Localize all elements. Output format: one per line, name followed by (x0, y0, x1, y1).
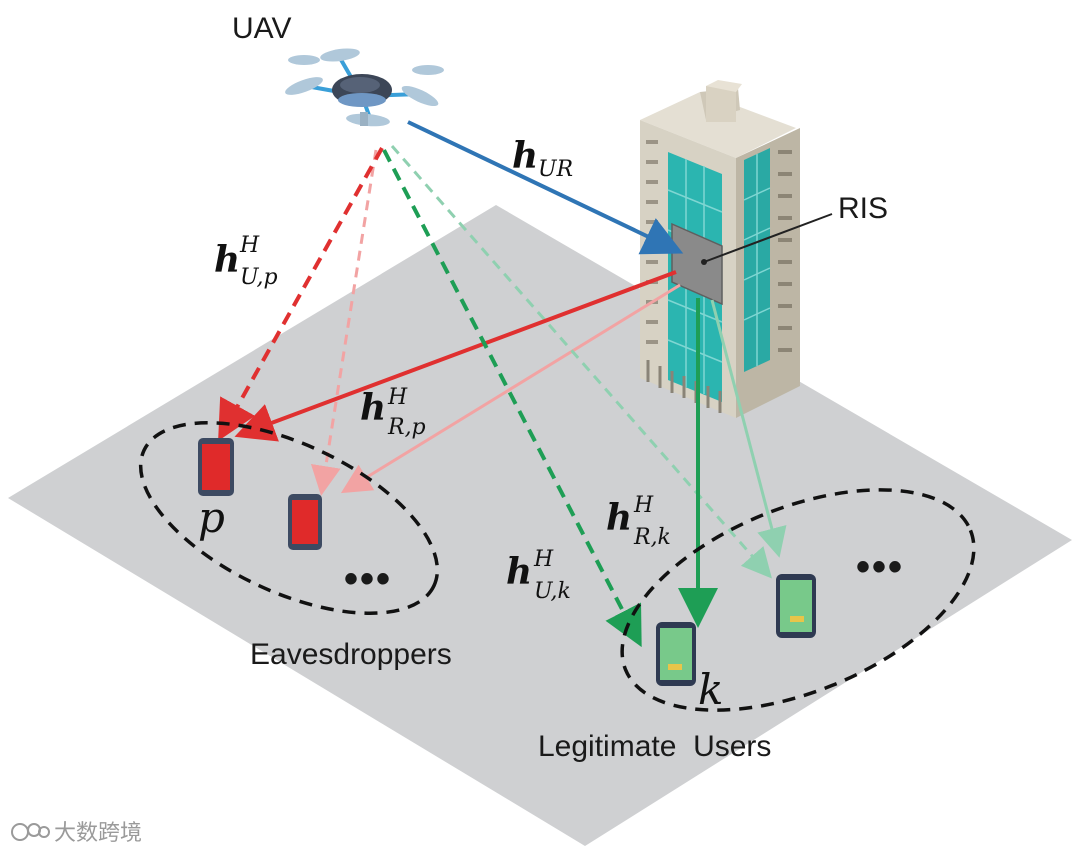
ground-plane (8, 205, 1072, 846)
h-up-base: h (214, 239, 240, 281)
link-uav-to-ris (407, 120, 684, 255)
building (640, 80, 800, 418)
link-uav-to-eve2 (310, 149, 378, 496)
link-ris-to-eve-p (234, 270, 677, 442)
eavesdropper-phone-2 (288, 494, 322, 550)
channel-label-h-rp: h H R,p (360, 385, 426, 440)
channel-label-h-rk: h H R,k (606, 493, 671, 550)
watermark-text: 大数跨境 (54, 821, 142, 846)
legitimate-phone-2 (776, 574, 816, 638)
h-rk-subscript: R,k (633, 525, 671, 550)
h-rp-superscript: H (387, 385, 408, 410)
h-up-subscript: U,p (240, 265, 278, 290)
ris-pointer-line (703, 213, 833, 263)
channel-label-h-uk: h H U,k (506, 547, 571, 604)
eavesdropper-phone-p (198, 438, 234, 496)
h-rp-subscript: R,p (387, 415, 426, 440)
channel-label-h-ur: h UR (512, 135, 573, 182)
h-uk-subscript: U,k (534, 579, 571, 604)
h-ur-base: h (512, 135, 538, 177)
eavesdroppers-label: Eavesdroppers (250, 638, 452, 671)
legitimate-ellipsis: ••• (856, 545, 904, 589)
legitimate-index-k: k (698, 665, 723, 714)
legitimate-phone-k (656, 622, 696, 686)
h-ur-subscript: UR (538, 157, 573, 182)
link-uav-to-user-k (382, 149, 642, 648)
legitimate-users-label: Legitimate Users (538, 730, 771, 763)
link-ris-to-eve2 (340, 283, 681, 494)
ris-panel (671, 222, 723, 306)
h-rk-superscript: H (633, 493, 654, 518)
channel-label-h-up: h H U,p (214, 233, 278, 290)
legitimate-group-ellipse (620, 488, 976, 712)
ris-label: RIS (838, 192, 888, 225)
eavesdropper-group-ellipse (138, 421, 440, 615)
eavesdropper-ellipsis: ••• (344, 557, 392, 601)
h-uk-superscript: H (533, 547, 554, 572)
link-uav-to-eve-p (218, 147, 384, 441)
h-up-superscript: H (239, 233, 260, 258)
h-rp-base: h (360, 387, 386, 429)
uav-label: UAV (232, 12, 291, 45)
eavesdropper-index-p: p (198, 493, 225, 542)
h-rk-base: h (606, 497, 632, 539)
uav-drone-icon (285, 48, 444, 127)
logo-swirl-icon (11, 823, 50, 841)
link-ris-to-user2 (710, 299, 787, 558)
watermark: 大数跨境 (11, 821, 142, 846)
h-uk-base: h (506, 551, 532, 593)
link-uav-to-user2 (390, 145, 772, 579)
